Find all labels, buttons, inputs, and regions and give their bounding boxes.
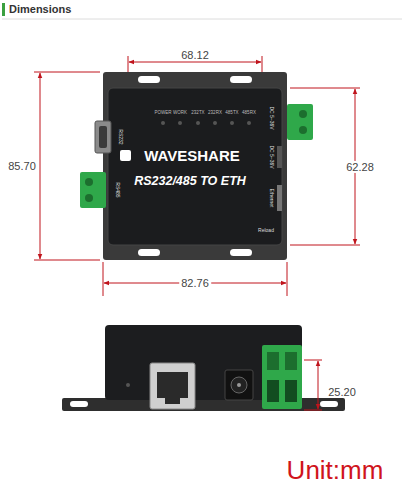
db9-shell xyxy=(99,126,107,148)
dimension-line xyxy=(103,262,287,296)
mounting-flange xyxy=(103,72,287,260)
port-label: RS232 xyxy=(117,129,123,144)
led-label: WORK xyxy=(173,111,187,116)
mounting-slot xyxy=(230,249,252,256)
header-bar xyxy=(2,3,5,16)
dimension-value: 85.70 xyxy=(6,160,38,172)
brand-name: WAVESHARE xyxy=(144,148,240,165)
mounting-slot xyxy=(138,249,160,256)
led-label: POWER xyxy=(154,111,171,116)
led-label: 232TX xyxy=(191,111,204,116)
dimension-line xyxy=(304,360,322,410)
header-rule xyxy=(2,19,402,20)
ethernet-port xyxy=(277,185,282,211)
mounting-slot xyxy=(230,76,252,83)
dimension-value: 25.20 xyxy=(326,386,358,398)
port-label: Ethernet xyxy=(268,189,274,208)
port-label: RS485 xyxy=(114,182,120,197)
device-body xyxy=(108,88,282,245)
button-label: Reload xyxy=(258,228,274,234)
dc-jack xyxy=(277,146,282,168)
dimension-line xyxy=(34,72,100,260)
product-name: RS232/485 TO ETH xyxy=(134,175,246,189)
unit-note: Unit:mm xyxy=(287,456,384,485)
page-title: Dimensions xyxy=(9,3,71,15)
logo-mark xyxy=(120,150,131,161)
dimension-value: 82.76 xyxy=(179,277,211,289)
port-label: DC 5~36V xyxy=(268,145,274,168)
rs485-terminal xyxy=(80,172,106,208)
port-label: DC 5~36V xyxy=(268,106,274,129)
dimension-value: 68.12 xyxy=(179,49,211,61)
mounting-slot xyxy=(138,76,160,83)
led-row xyxy=(161,121,251,125)
dimension-value: 62.28 xyxy=(344,161,376,173)
led-label: 485TX xyxy=(225,111,238,116)
led-label: 485RX xyxy=(242,111,256,116)
db9-connector xyxy=(95,121,111,153)
dc-jack xyxy=(225,370,253,400)
led-label: 232RX xyxy=(208,111,222,116)
rj45-port xyxy=(150,363,195,409)
power-terminal xyxy=(262,345,302,409)
power-terminal xyxy=(287,104,313,140)
